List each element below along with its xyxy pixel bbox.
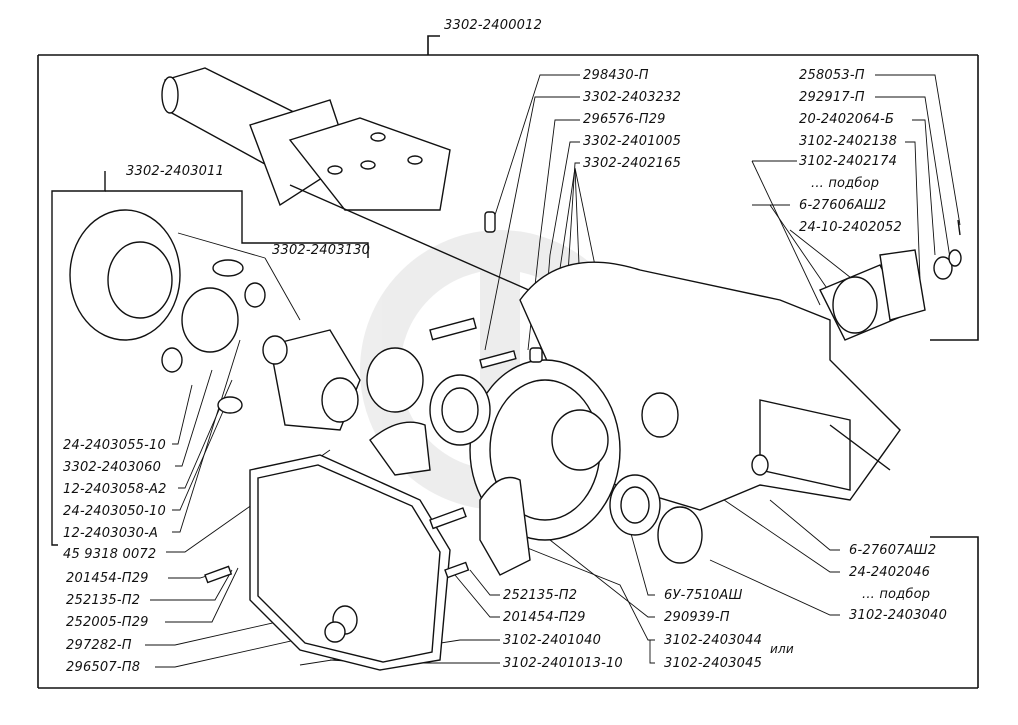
part-label: 6-27606АШ2 (799, 198, 887, 213)
part-label: 6У-7510АШ (664, 588, 743, 603)
part-label: 258053-П (799, 68, 865, 83)
part-label: 292917-П (799, 90, 865, 105)
part-label: 252135-П2 (503, 588, 578, 603)
parts-artwork (69, 67, 962, 671)
part-label: 252005-П29 (66, 615, 149, 630)
part-label: 24-2402046 (849, 565, 931, 580)
part-label: 3302-2403232 (583, 90, 682, 105)
group-label-differential-case: 3302-2403130 (272, 243, 371, 258)
part-label: 201454-П29 (503, 610, 586, 625)
part-label: 3102-2402174 (799, 154, 898, 169)
selection-note: ... подбор (862, 587, 931, 602)
part-label: 297282-П (66, 638, 132, 653)
part-label: 3102-2403045 (664, 656, 763, 671)
part-label: 12-2403030-А (63, 526, 159, 541)
assembly-number: 3302-2400012 (444, 18, 543, 33)
part-label: 3302-2402165 (583, 156, 682, 171)
differential-group-bracket (51, 171, 369, 546)
selection-note: ... подбор (811, 176, 880, 191)
or-note: или (770, 642, 794, 656)
part-label: 3102-2403044 (664, 633, 763, 648)
part-label: 298430-П (583, 68, 649, 83)
part-label: 296507-П8 (66, 660, 141, 675)
part-label: 296576-П29 (583, 112, 666, 127)
part-label: 20-2402064-Б (799, 112, 895, 127)
part-label: 201454-П29 (66, 571, 149, 586)
differential-case-parts (69, 209, 361, 431)
part-label: 24-2403055-10 (63, 438, 166, 453)
part-label: 3302-2401005 (583, 134, 682, 149)
leader-lines (145, 74, 961, 668)
part-label: 3302-2403060 (63, 460, 162, 475)
bearings (366, 347, 703, 564)
axle-shaft (161, 67, 541, 296)
group-label-differential: 3302-2403011 (126, 164, 225, 179)
part-label: 3102-2403040 (849, 608, 948, 623)
part-label: 3102-2401013-10 (503, 656, 623, 671)
studs-bolts (204, 211, 543, 584)
part-label: 6-27607АШ2 (849, 543, 937, 558)
part-label: 12-2403058-А2 (63, 482, 167, 497)
rear-cover (249, 454, 451, 671)
part-label: 24-2403050-10 (63, 504, 166, 519)
outer-frame (37, 35, 979, 689)
bearing-caps (369, 421, 531, 576)
part-label: 252135-П2 (66, 593, 141, 608)
part-label: 24-10-2402052 (799, 220, 902, 235)
part-label: 290939-П (664, 610, 730, 625)
part-label: 45 9318 0072 (63, 547, 157, 562)
part-label: 3102-2402138 (799, 134, 898, 149)
part-label: 3102-2401040 (503, 633, 602, 648)
